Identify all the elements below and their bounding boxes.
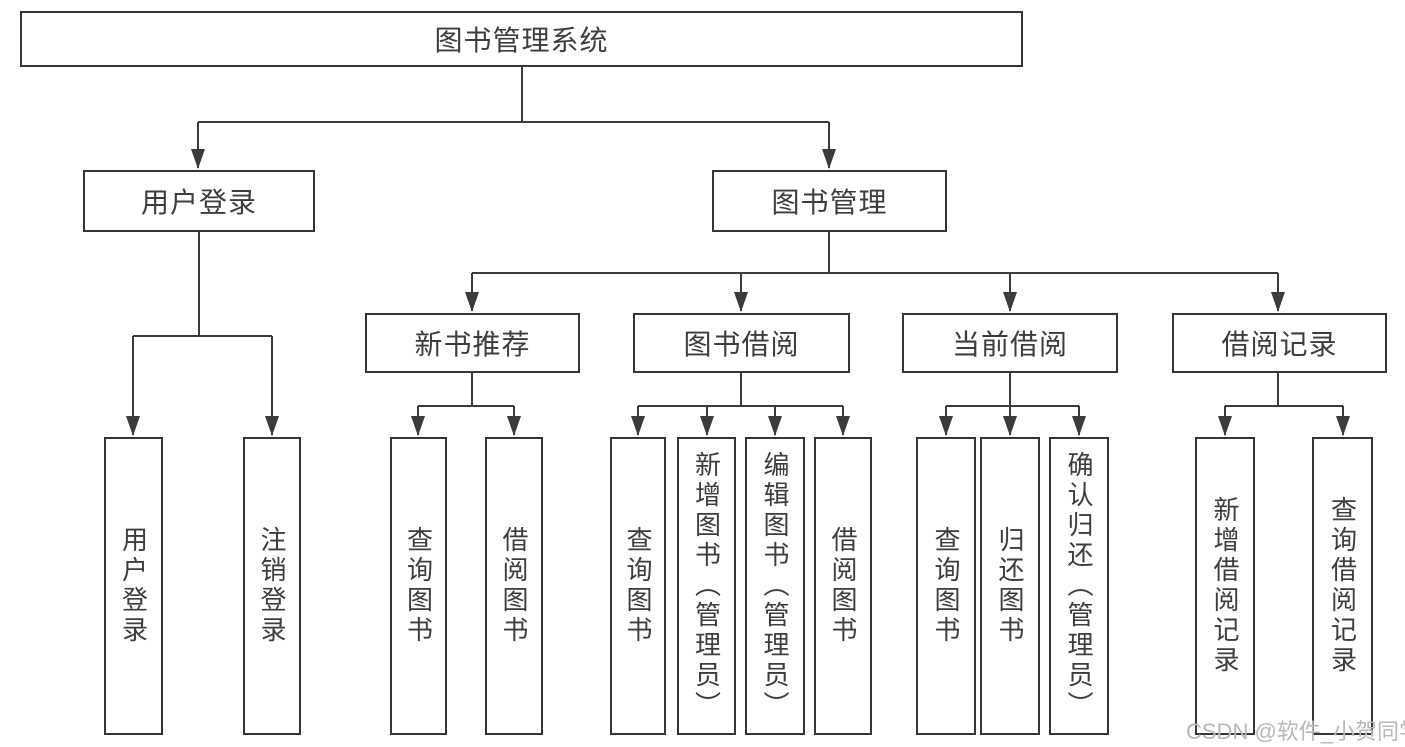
leaf-logout: 注销登录 [243,437,301,735]
leaf-edit-book-admin: 编辑图书（管理员） [745,437,805,735]
leaf-return-book: 归还图书 [980,437,1040,735]
leaf-confirm-return-admin: 确认归还（管理员） [1049,437,1109,735]
leaf-query-borrow-record: 查询借阅记录 [1312,437,1373,735]
leaf-borrow-books-recommend: 借阅图书 [485,437,543,735]
node-current-borrowing: 当前借阅 [902,313,1118,373]
node-borrowing-records: 借阅记录 [1172,313,1387,373]
node-book-borrowing: 图书借阅 [633,313,850,373]
leaf-add-borrow-record: 新增借阅记录 [1195,437,1255,735]
node-user-login: 用户登录 [83,170,315,232]
leaf-borrow-books-borrowing: 借阅图书 [814,437,872,735]
node-new-book-recommend: 新书推荐 [365,313,580,373]
leaf-add-book-admin: 新增图书（管理员） [677,437,736,735]
node-library-management-system: 图书管理系统 [20,11,1023,67]
leaf-query-books-borrowing: 查询图书 [610,437,666,735]
node-book-management: 图书管理 [712,170,947,232]
csdn-watermark: CSDN @软件_小贺同学 [1186,719,1405,744]
leaf-user-login: 用户登录 [104,437,163,735]
leaf-query-books-current: 查询图书 [916,437,976,735]
leaf-query-books-recommend: 查询图书 [390,437,447,735]
